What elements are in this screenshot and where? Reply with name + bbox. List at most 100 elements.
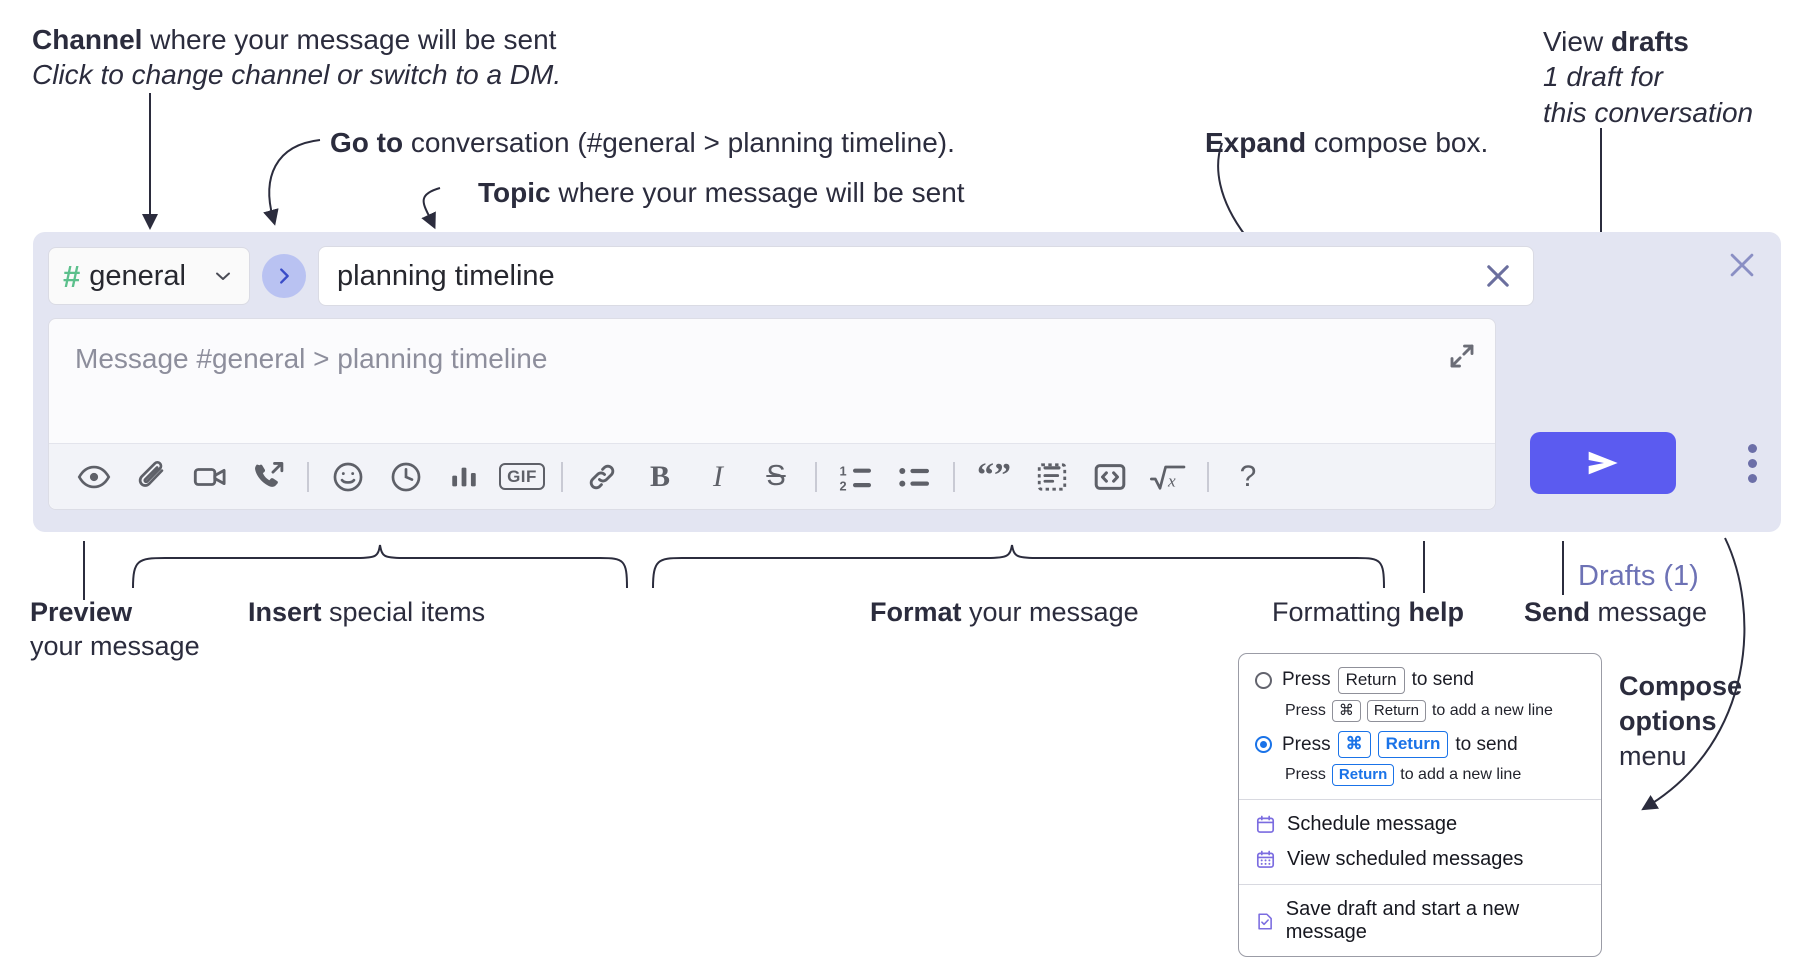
formatting-toolbar: GIF B I S: [49, 443, 1495, 509]
formatting-help-button[interactable]: ?: [1219, 448, 1277, 506]
remind-button[interactable]: [377, 448, 435, 506]
annotation-channel-italic: Click to change channel or switch to a D…: [32, 59, 562, 91]
svg-text:1: 1: [840, 463, 847, 478]
annotation-goto-bold: Go to: [330, 127, 404, 158]
gif-button[interactable]: GIF: [493, 448, 551, 506]
annotation-channel-bold: Channel: [32, 24, 143, 55]
inline-code-button[interactable]: [1081, 448, 1139, 506]
annotation-help-bold: help: [1408, 597, 1465, 627]
option2-key-cmd: ⌘: [1337, 731, 1371, 759]
emoji-button[interactable]: [319, 448, 377, 506]
blockquote-button[interactable]: “”: [965, 448, 1023, 506]
compose-header-row: # general planning timeline: [48, 246, 1534, 306]
topic-value: planning timeline: [337, 259, 555, 292]
radio-selected-icon: [1255, 736, 1272, 754]
link-button[interactable]: [573, 448, 631, 506]
annotation-goto: Go to conversation (#general > planning …: [330, 125, 955, 160]
option1-sub-key-cmd: ⌘: [1331, 699, 1361, 723]
channel-selector[interactable]: # general: [48, 247, 250, 305]
link-icon: [589, 464, 615, 489]
menu-item-label: View scheduled messages: [1287, 848, 1524, 871]
chevron-right-icon: [280, 268, 289, 284]
more-vertical-icon-dot: [1748, 459, 1757, 468]
annotation-send: Send message: [1524, 595, 1707, 629]
option2-post: to send: [1455, 733, 1518, 755]
annotation-help-plain: Formatting: [1272, 597, 1409, 627]
menu-item-view-scheduled[interactable]: View scheduled messages: [1239, 842, 1601, 877]
option1-sub-key-return: Return: [1366, 699, 1426, 723]
calendar-icon: [1256, 815, 1275, 834]
annotation-compose-plain: menu: [1619, 741, 1687, 772]
svg-text:2: 2: [840, 478, 847, 493]
annotation-topic-bold: Topic: [478, 177, 551, 208]
send-message-button[interactable]: [1530, 432, 1676, 494]
math-button[interactable]: x: [1139, 448, 1197, 506]
channel-name: general: [89, 259, 186, 292]
goto-conversation-button[interactable]: [262, 254, 306, 298]
italic-icon: I: [713, 459, 723, 493]
more-vertical-icon: [1748, 444, 1757, 453]
attachment-icon: [138, 460, 164, 487]
bulleted-list-icon: [899, 467, 929, 487]
annotation-send-rest: message: [1590, 597, 1708, 627]
gif-icon: GIF: [499, 463, 545, 490]
bulleted-list-button[interactable]: [885, 448, 943, 506]
annotation-preview-bold: Preview: [30, 597, 133, 627]
emoji-icon: [333, 462, 363, 491]
poll-button[interactable]: [435, 448, 493, 506]
annotation-goto-rest: conversation (#general > planning timeli…: [403, 127, 955, 158]
help-icon: ?: [1239, 459, 1257, 493]
phone-forward-icon: [255, 461, 284, 487]
italic-button[interactable]: I: [689, 448, 747, 506]
huddle-button[interactable]: [239, 448, 297, 506]
option2-key-return: Return: [1377, 731, 1449, 759]
code-block-button[interactable]: [1023, 448, 1081, 506]
menu-item-save-draft[interactable]: Save draft and start a new message: [1239, 892, 1601, 950]
menu-option-return-to-send[interactable]: Press Return to send: [1239, 664, 1601, 697]
annotation-drafts-line2: 1 draft for: [1543, 61, 1663, 93]
send-icon: [1588, 451, 1618, 475]
menu-item-label: Schedule message: [1287, 813, 1458, 836]
video-button[interactable]: [181, 448, 239, 506]
topic-input[interactable]: planning timeline: [318, 246, 1534, 306]
option1-post: to send: [1411, 669, 1474, 691]
menu-item-schedule-message[interactable]: Schedule message: [1239, 807, 1601, 842]
annotation-expand: Expand compose box.: [1205, 125, 1488, 160]
annotation-insert-bold: Insert: [248, 597, 322, 627]
preview-button[interactable]: [65, 448, 123, 506]
toolbar-separator: [307, 461, 309, 492]
annotation-expand-rest: compose box.: [1306, 127, 1489, 158]
strikethrough-button[interactable]: S: [747, 448, 805, 506]
ordered-list-icon: 1 2: [840, 463, 871, 493]
annotation-topic: Topic where your message will be sent: [478, 175, 965, 210]
code-block-icon: [1037, 462, 1067, 491]
hash-icon: #: [63, 258, 81, 294]
calendar-grid-icon: [1256, 850, 1275, 869]
annotation-formatting-help: Formatting help: [1272, 595, 1464, 629]
message-compose-box[interactable]: Message #general > planning timeline: [48, 318, 1496, 510]
strikethrough-icon: S: [766, 460, 786, 492]
option2-sub-key-return: Return: [1331, 764, 1395, 787]
annotation-send-bold: Send: [1524, 597, 1591, 627]
attachment-button[interactable]: [123, 448, 181, 506]
menu-option-cmd-return-subtext: Press Return to add a new line: [1239, 761, 1601, 792]
ordered-list-button[interactable]: 1 2: [827, 448, 885, 506]
annotation-topic-rest: where your message will be sent: [550, 177, 965, 208]
expand-compose-button[interactable]: [1447, 341, 1477, 376]
option1-key: Return: [1337, 667, 1405, 694]
menu-option-return-subtext: Press ⌘ Return to add a new line: [1239, 697, 1601, 728]
compose-options-button[interactable]: [1748, 444, 1757, 483]
annotation-channel: Channel where your message will be sent …: [32, 22, 672, 93]
close-compose-button[interactable]: [1725, 248, 1759, 287]
menu-divider: [1239, 799, 1601, 801]
option2-sub-post: to add a new line: [1400, 766, 1522, 784]
annotation-compose-bold1: Compose: [1619, 671, 1743, 701]
annotation-insert: Insert special items: [248, 595, 485, 629]
bold-button[interactable]: B: [631, 448, 689, 506]
save-draft-icon: [1258, 913, 1272, 930]
option1-pre: Press: [1282, 669, 1331, 691]
menu-option-cmd-return-to-send[interactable]: Press ⌘ Return to send: [1239, 728, 1601, 761]
drafts-link[interactable]: Drafts (1): [1578, 560, 1699, 592]
clear-topic-button[interactable]: [1481, 259, 1515, 293]
compose-options-menu: Press Return to send Press ⌘ Return to a…: [1238, 653, 1602, 957]
